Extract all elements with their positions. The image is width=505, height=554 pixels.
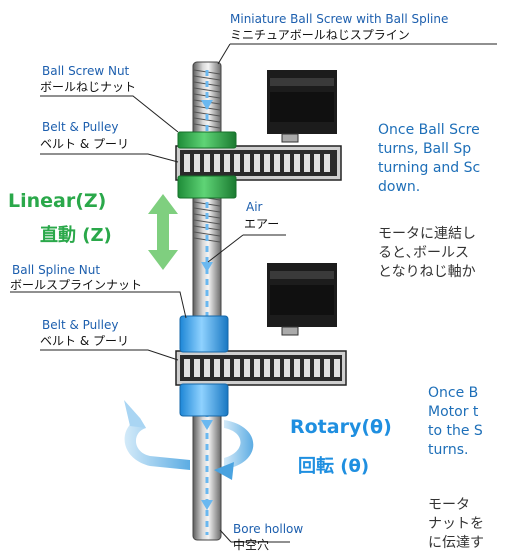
label-belt1-en: Belt & Pulley	[42, 120, 119, 134]
label-bore-jp: 中空穴	[233, 538, 270, 552]
rotary-arrow	[124, 400, 254, 480]
label-spline-en: Ball Spline Nut	[12, 263, 101, 277]
linear-label-jp: 直動 (Z)	[40, 225, 112, 246]
label-nut-jp: ボールねじナット	[40, 80, 137, 94]
linear-label-en: Linear(Z)	[8, 190, 107, 212]
label-belt1-jp: ベルト & プーリ	[40, 137, 129, 151]
lower-description-jp: モータ ナットを に伝達す	[428, 497, 484, 551]
upper-description-jp: モータに連結し ると､ボールス となりねじ軸か	[378, 226, 476, 280]
linear-arrow	[148, 194, 178, 270]
lower-motor	[267, 263, 337, 336]
label-belt2-en: Belt & Pulley	[42, 318, 119, 332]
label-spline-jp: ボールスプラインナット	[10, 278, 143, 292]
label-belt2-jp: ベルト & プーリ	[40, 334, 129, 348]
air-arrow-3	[201, 420, 213, 430]
rotary-label-en: Rotary(θ)	[290, 416, 392, 438]
rotary-label-jp: 回転 (θ)	[298, 456, 370, 477]
label-air-en: Air	[246, 200, 263, 214]
air-arrow-1	[201, 100, 213, 110]
ball-spline-nut	[179, 315, 229, 417]
label-screw-jp: ミニチュアボールねじスプライン	[230, 28, 410, 42]
air-arrow-4	[201, 500, 213, 510]
lower-belt	[175, 350, 347, 386]
label-screw-en: Miniature Ball Screw with Ball Spline	[230, 12, 449, 26]
upper-description-en: Once Ball Scre turns, Ball Sp turning an…	[378, 122, 481, 195]
label-nut-en: Ball Screw Nut	[42, 64, 130, 78]
label-bore-en: Bore hollow	[233, 522, 304, 536]
ball-screw-nut	[177, 131, 237, 199]
upper-belt	[175, 145, 342, 181]
lower-description-en: Once B Motor t to the S turns.	[428, 385, 483, 458]
upper-motor	[267, 70, 337, 143]
label-air-jp: エアー	[244, 217, 280, 231]
air-arrow-2	[201, 262, 213, 272]
leader-lines	[10, 43, 497, 543]
